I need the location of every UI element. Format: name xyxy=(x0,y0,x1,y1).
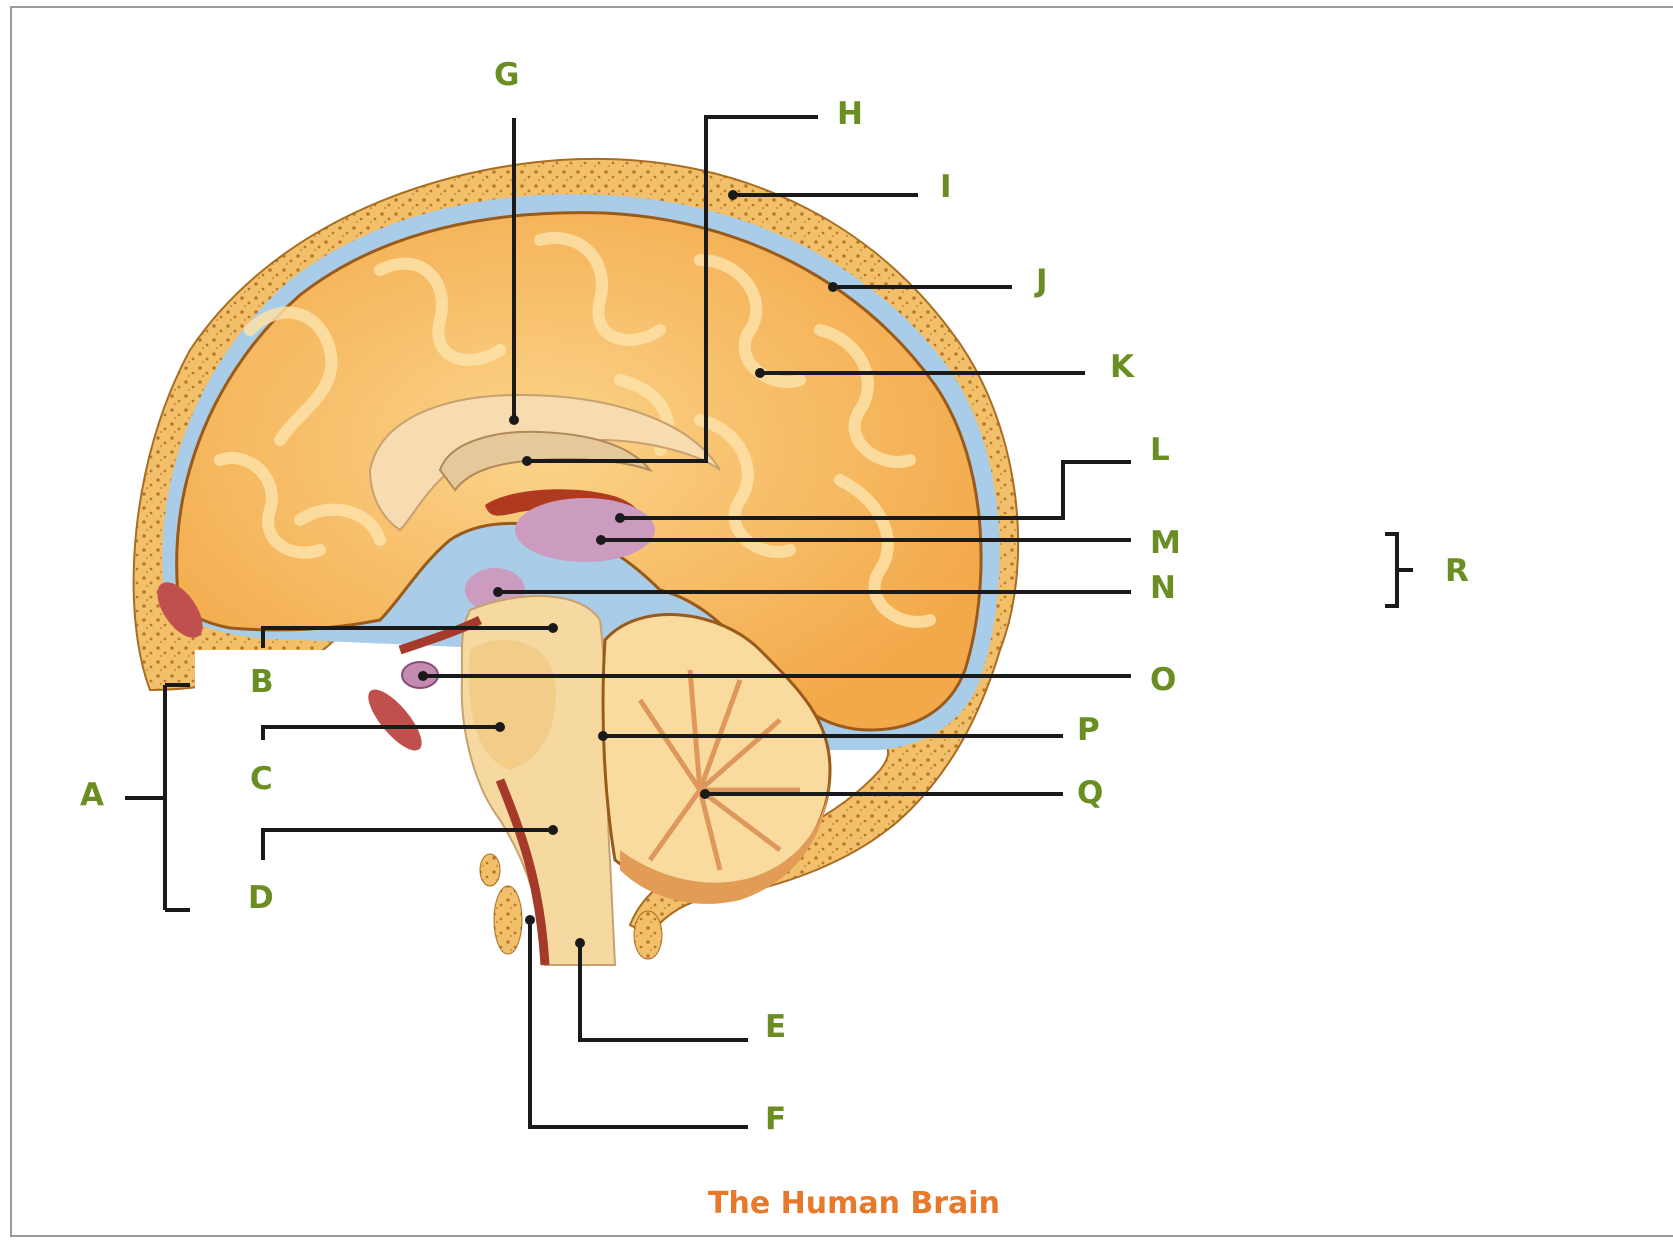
bracket-a xyxy=(125,685,190,910)
label-f: F xyxy=(765,1101,786,1137)
vertebra-lower xyxy=(494,886,522,954)
bracket-r xyxy=(1385,534,1413,606)
label-m: M xyxy=(1150,525,1181,561)
label-mask-left xyxy=(195,650,365,985)
label-q: Q xyxy=(1077,775,1103,811)
label-l: L xyxy=(1150,432,1170,468)
label-r: R xyxy=(1445,553,1469,589)
label-g: G xyxy=(494,57,519,93)
label-e: E xyxy=(765,1009,786,1045)
label-o: O xyxy=(1150,662,1176,698)
label-h: H xyxy=(837,96,863,132)
label-a: A xyxy=(80,777,104,813)
label-n: N xyxy=(1150,570,1176,606)
label-d: D xyxy=(248,880,274,916)
thalamus xyxy=(515,498,655,562)
label-b: B xyxy=(250,664,274,700)
label-k: K xyxy=(1110,349,1135,385)
label-j: J xyxy=(1034,263,1048,299)
label-c: C xyxy=(250,761,273,797)
occipital-process xyxy=(634,911,662,959)
label-i: I xyxy=(940,169,952,205)
sphenoid-sinus xyxy=(360,682,430,758)
label-p: P xyxy=(1077,712,1100,748)
diagram-caption: The Human Brain xyxy=(708,1186,1000,1221)
vertebra-upper xyxy=(480,854,500,886)
